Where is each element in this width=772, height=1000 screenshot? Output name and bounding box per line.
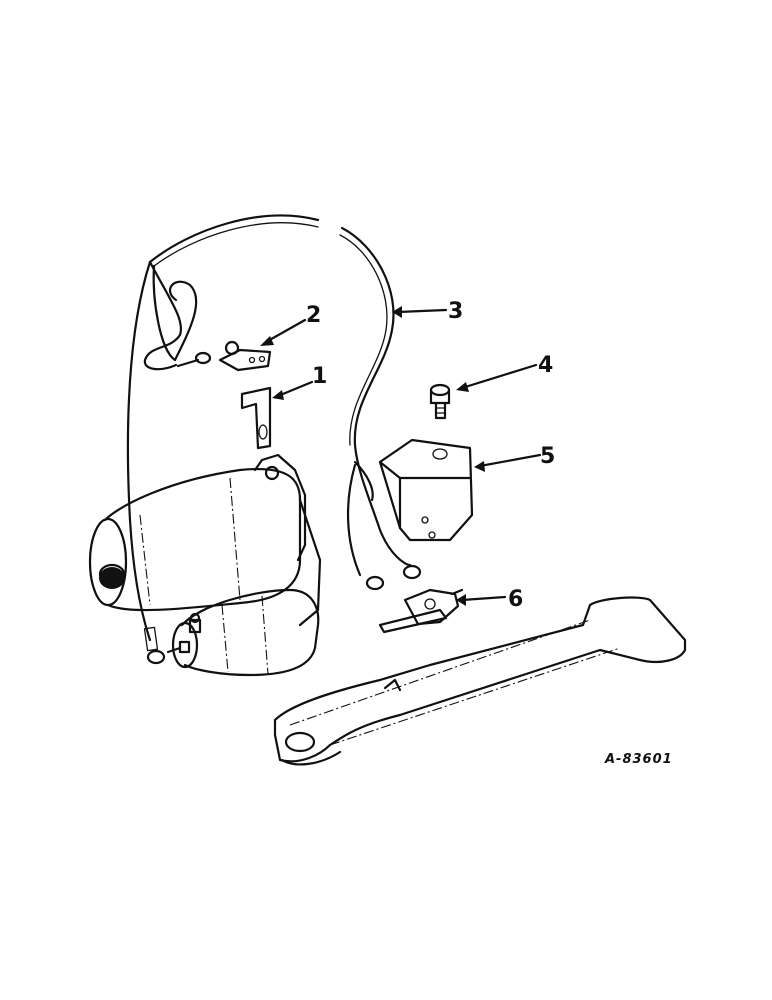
callout-label-5: 5 xyxy=(540,444,555,469)
callout-label-4: 4 xyxy=(538,353,553,378)
switch-part-6 xyxy=(378,588,464,634)
callout-label-2: 2 xyxy=(306,303,321,328)
ground-cable xyxy=(126,214,320,665)
callout-arrows xyxy=(260,306,542,606)
bracket-part-1 xyxy=(240,386,272,450)
pedal-lever xyxy=(273,596,687,766)
starter-motor xyxy=(88,453,322,677)
battery-cable xyxy=(339,226,422,591)
bolt-part-4 xyxy=(429,383,451,420)
callout-label-1: 1 xyxy=(312,364,327,389)
callout-label-6: 6 xyxy=(508,587,523,612)
bracket-part-5 xyxy=(378,438,474,542)
callout-label-3: 3 xyxy=(448,299,463,324)
reference-code: A-83601 xyxy=(604,752,673,767)
clip-part-2 xyxy=(218,340,272,372)
